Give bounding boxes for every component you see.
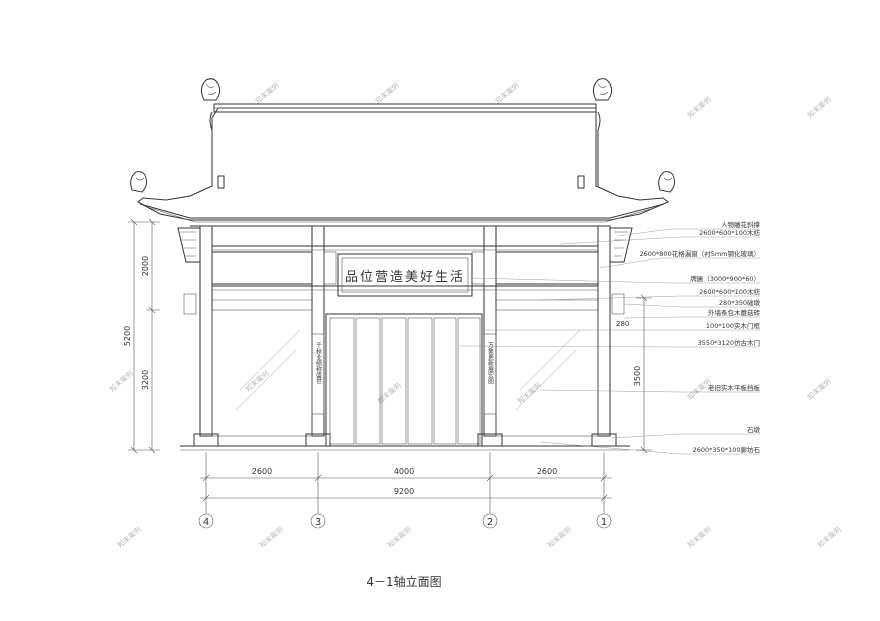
watermark: 知末案例 (386, 525, 413, 550)
dim-v-5200: 5200 (123, 326, 132, 346)
dim-h-9200: 9200 (394, 487, 414, 496)
dim-v-3500: 3500 (633, 366, 642, 386)
facade: 品位营造美好生活 千秋业绩称盛世 万象更新展宏图 (180, 225, 630, 451)
watermark: 知末案例 (244, 369, 271, 394)
doors (329, 317, 481, 445)
annotation-8: 3550*3120仿古木门 (698, 338, 760, 347)
annotation-6: 外墙条包木蘑菇砖 (708, 308, 761, 317)
watermark: 知末案例 (686, 95, 713, 120)
annotation-4: 2600*600*100木枋 (699, 287, 760, 296)
watermark: 知末案例 (816, 525, 843, 550)
bracket-right (609, 227, 633, 263)
watermark: 知末案例 (806, 95, 833, 120)
side-plaque-right: 万象更新展宏图 (483, 333, 497, 415)
dim-h-2600-right: 2600 (537, 467, 557, 476)
svg-text:280: 280 (616, 320, 629, 328)
ornament-eave-left (130, 171, 147, 193)
horizontal-dimensions: 2600 4000 2600 9200 (200, 452, 612, 504)
annotation-9: 老旧实木平板挡板 (708, 383, 761, 392)
lattice-window-right (495, 251, 599, 285)
axis-label-2: 2 (487, 517, 493, 528)
side-plaque-right-text: 万象更新展宏图 (487, 342, 494, 385)
annotation-3: 牌匾（3000*900*60） (690, 274, 760, 283)
watermark: 知末案例 (806, 377, 833, 402)
watermark: 知末案例 (374, 81, 401, 106)
ornament-top-right (592, 78, 613, 101)
watermark: 知末案例 (258, 525, 285, 550)
watermark: 知末案例 (686, 525, 713, 550)
dim-h-4000: 4000 (394, 467, 414, 476)
annotations: 人物雕花斜撑 2600*600*100木枋 2600*800花格漏窗（衬5mm钢… (459, 220, 761, 455)
bracket-left (177, 227, 201, 263)
column-axis-3 (311, 225, 325, 437)
annotation-0: 人物雕花斜撑 (721, 220, 761, 229)
watermark: 知末案例 (116, 525, 143, 550)
side-plaque-left-text: 千秋业绩称盛世 (315, 341, 322, 384)
lattice-window-left (211, 251, 313, 285)
annotation-5: 280*350础墩 (719, 298, 761, 307)
watermark: 知末案例 (546, 525, 573, 550)
watermark: 知末案例 (108, 369, 135, 394)
ornament-eave-right (658, 171, 675, 193)
axis-label-3: 3 (315, 517, 321, 528)
vertical-dimensions: 2000 3200 5200 3500 (123, 218, 652, 454)
dim-v-3200: 3200 (141, 370, 150, 390)
axis-labels: 4 3 2 1 (198, 482, 612, 529)
drawing-title: 4－1轴立面图 (366, 574, 441, 589)
annotation-7: 100*100实木门框 (706, 321, 761, 330)
watermark: 知末案例 (376, 381, 403, 406)
annotation-2: 2600*800花格漏窗（衬5mm钢化玻璃） (640, 249, 761, 258)
axis-label-1: 1 (601, 517, 607, 528)
annotation-1: 2600*600*100木枋 (699, 228, 760, 237)
roof-ornaments (130, 78, 675, 193)
column-axis-2 (483, 225, 497, 437)
dim-v-2000: 2000 (141, 256, 150, 276)
side-plaque-left: 千秋业绩称盛世 (311, 333, 325, 415)
column-axis-1 (597, 225, 611, 437)
wall-panel-right (495, 309, 599, 437)
signboard-text: 品位营造美好生活 (345, 270, 465, 285)
door-frame (325, 313, 483, 447)
dim-h-2600-left: 2600 (252, 467, 272, 476)
axis-label-4: 4 (203, 517, 209, 528)
ornament-top-left (200, 78, 221, 101)
annotation-11: 2600*350*100廊坊石 (693, 445, 761, 454)
roof (137, 103, 669, 263)
watermark: 知末案例 (254, 81, 281, 106)
signboard: 品位营造美好生活 (337, 253, 473, 297)
column-axis-4 (199, 225, 213, 437)
annotation-10: 石墩 (747, 425, 761, 434)
watermark: 知末案例 (494, 81, 521, 106)
watermark: 知末案例 (516, 381, 543, 406)
